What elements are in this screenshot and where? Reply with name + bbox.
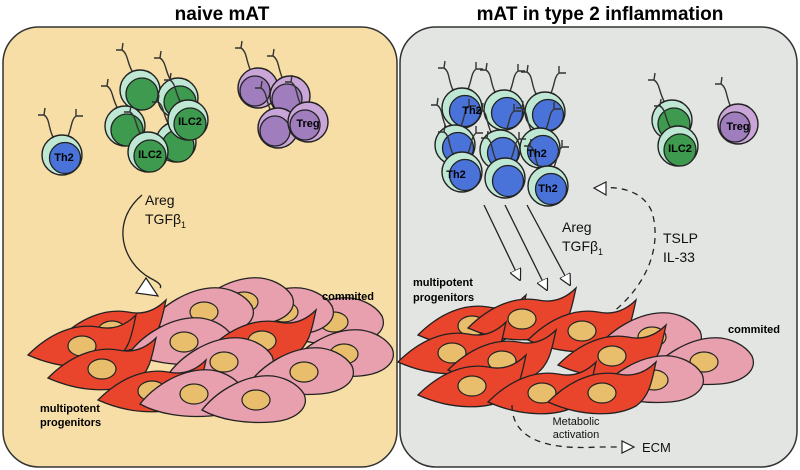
- ilc2-label: ILC2: [138, 149, 162, 161]
- ilc2-cluster-icon: ILC2 ILC2: [100, 42, 209, 173]
- label-progenitors-left-2: progenitors: [40, 417, 101, 429]
- label-progenitors-right-2: progenitors: [413, 292, 474, 304]
- title-inflamed-mat: mAT in type 2 inflammation: [477, 4, 724, 25]
- signal-label-areg-right: Areg: [562, 219, 592, 235]
- feedback-arrow: [599, 186, 656, 317]
- metabolic-label-1: Metabolic: [552, 416, 600, 428]
- metabolic-label-2: activation: [553, 429, 599, 441]
- th2-label: Th2: [462, 105, 482, 117]
- signal-arrows-right: [483, 204, 570, 290]
- ilc2-label: ILC2: [668, 143, 692, 155]
- label-progenitors-right-1: multipotent: [413, 277, 473, 289]
- signal-arrowhead-icon: [134, 276, 160, 297]
- th2-label: Th2: [446, 169, 466, 181]
- signal-label-tgfb: TGFβ1: [145, 211, 186, 230]
- ecm-label: ECM: [642, 440, 671, 455]
- label-commited-right: commited: [728, 324, 780, 336]
- th2-label: Th2: [527, 148, 547, 160]
- ilc2-label: ILC2: [178, 116, 202, 128]
- signal-arrow: [122, 194, 162, 289]
- treg-cluster-icon: Treg: [234, 40, 329, 149]
- signal-label-areg: Areg: [145, 192, 175, 208]
- metabolic-arrow: [511, 404, 622, 449]
- signal-label-tgfb-right: TGFβ1: [562, 238, 603, 257]
- metabolic-arrowhead-icon: [621, 440, 636, 454]
- feedback-label-il33: IL-33: [663, 249, 695, 265]
- right-ilc2-treg-icon: ILC2 Treg: [647, 72, 759, 167]
- label-progenitors-left-1: multipotent: [40, 403, 100, 415]
- feedback-arrowhead-icon: [592, 181, 607, 197]
- treg-label: Treg: [726, 121, 749, 133]
- th2-label: Th2: [538, 183, 558, 195]
- label-commited-left: commited: [322, 291, 374, 303]
- treg-label: Treg: [296, 118, 319, 130]
- svg-text:Th2: Th2: [54, 152, 74, 164]
- title-naive-mat: naive mAT: [175, 4, 270, 25]
- th2-cluster-icon: Th2 Th2 Th2 Th2: [430, 60, 570, 207]
- th2-cell-icon: Th2: [37, 107, 84, 176]
- feedback-label-tslp: TSLP: [663, 230, 698, 246]
